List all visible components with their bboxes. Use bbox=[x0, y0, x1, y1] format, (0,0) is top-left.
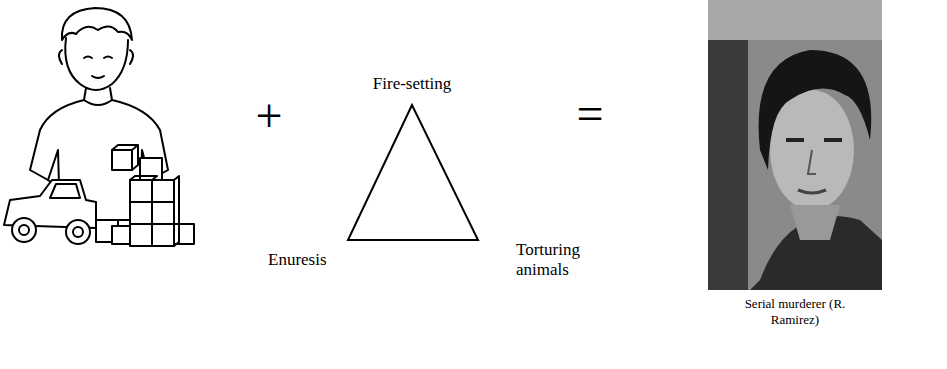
triad-label: Enuresis bbox=[268, 250, 358, 270]
triad-triangle bbox=[348, 105, 478, 240]
triad-label: Torturing animals bbox=[516, 240, 600, 281]
portrait-photo bbox=[708, 0, 882, 290]
photo-caption: Serial murderer (R. Ramirez) bbox=[735, 296, 855, 327]
child-drawing bbox=[4, 8, 194, 246]
triad-label: Fire-setting bbox=[352, 74, 472, 94]
equals-sign: = bbox=[562, 90, 618, 138]
plus-sign: + bbox=[244, 92, 294, 140]
